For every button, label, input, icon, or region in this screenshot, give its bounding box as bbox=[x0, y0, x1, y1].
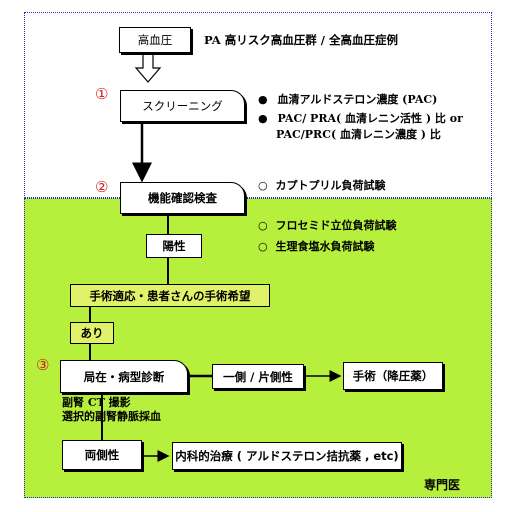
yes-box: あり bbox=[70, 322, 114, 344]
screening-item-2: ● PAC/ PRA( 血清レニン活性 ) 比 or bbox=[258, 112, 463, 126]
positive-box: 陽性 bbox=[146, 234, 202, 258]
circle-icon: ○ bbox=[258, 219, 268, 232]
screening-item-text: 血清アルドステロン濃度 (PAC) bbox=[277, 93, 438, 106]
function-test-1: ○ カプトプリル負荷試験 bbox=[258, 179, 385, 193]
screening-item-text: PAC/ PRA( 血清レニン活性 ) 比 or bbox=[277, 112, 463, 125]
step3-number: ③ bbox=[36, 356, 50, 374]
hollow-arrow bbox=[134, 53, 162, 83]
step2-number: ② bbox=[95, 178, 109, 196]
specialist-label: 専門医 bbox=[424, 478, 461, 492]
title-text: PA 高リスク高血圧群 / 全高血圧症例 bbox=[204, 33, 398, 47]
function-test-3: ○ 生理食塩水負荷試験 bbox=[258, 240, 374, 254]
function-test-box: 機能確認検査 bbox=[120, 182, 245, 214]
screening-item-text: PAC/PRC( 血清レニン濃度 ) 比 bbox=[276, 128, 441, 141]
bullet-icon: ● bbox=[258, 93, 268, 106]
surgery-wish-box: 手術適応・患者さんの手術希望 bbox=[70, 284, 270, 307]
unilateral-box: 一側 / 片側性 bbox=[212, 364, 304, 389]
function-test-text: 生理食塩水負荷試験 bbox=[275, 240, 375, 253]
method-venous-sampling: 選択的副腎静脈採血 bbox=[62, 410, 161, 423]
surgery-box: 手術（降圧薬） bbox=[343, 362, 443, 390]
circle-icon: ○ bbox=[258, 179, 268, 192]
general-practice-region bbox=[24, 12, 492, 198]
hypertension-box: 高血圧 bbox=[119, 27, 191, 53]
screening-item-3: PAC/PRC( 血清レニン濃度 ) 比 bbox=[276, 128, 441, 142]
bilateral-box: 両側性 bbox=[62, 440, 142, 470]
method-ct: 副腎 CT 撮影 bbox=[62, 396, 131, 409]
function-test-text: フロセミド立位負荷試験 bbox=[275, 219, 397, 232]
screening-box: スクリーニング bbox=[120, 90, 245, 122]
screening-item-1: ● 血清アルドステロン濃度 (PAC) bbox=[258, 93, 437, 107]
step1-number: ① bbox=[95, 85, 109, 103]
circle-icon: ○ bbox=[258, 240, 268, 253]
medical-treatment-box: 内科的治療 ( アルドステロン拮抗薬 , etc) bbox=[172, 442, 402, 470]
function-test-2: ○ フロセミド立位負荷試験 bbox=[258, 219, 396, 233]
localization-box: 局在・病型診断 bbox=[60, 360, 188, 393]
bullet-icon: ● bbox=[258, 112, 268, 125]
function-test-text: カプトプリル負荷試験 bbox=[275, 179, 386, 192]
